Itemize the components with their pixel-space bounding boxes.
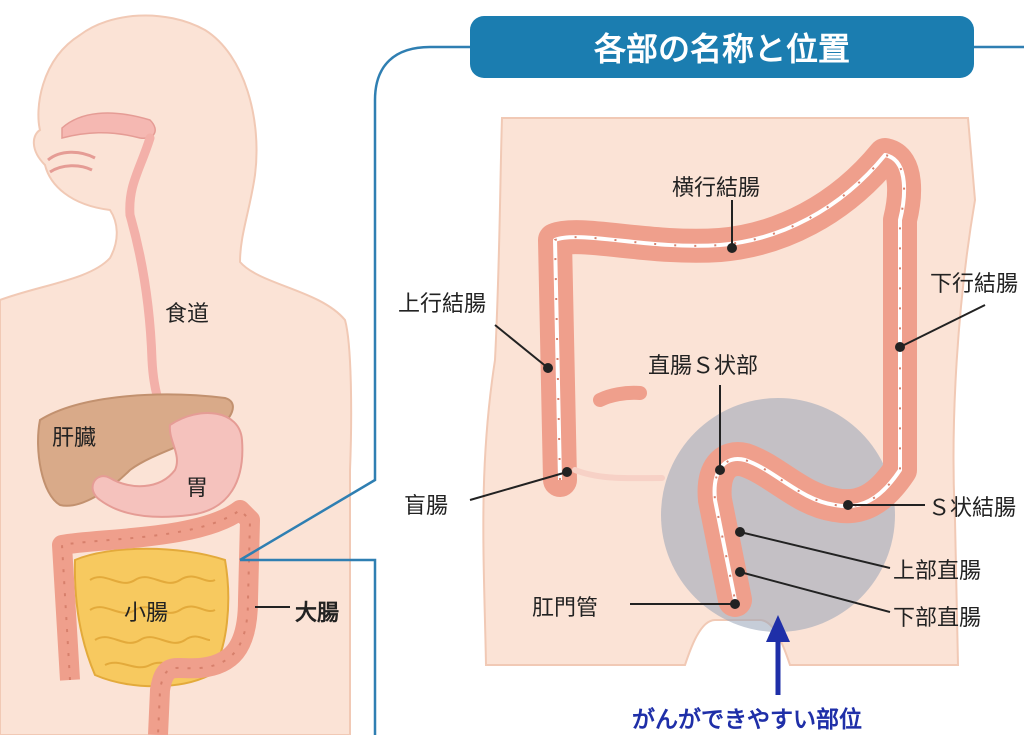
sigmoid-colon-label: Ｓ状結腸 [928,496,1017,521]
callout-text: がんができやすい部位 [632,707,862,733]
small-intestine-folds [89,575,216,669]
detail-leaders [469,200,986,613]
banner-title: 各部の名称と位置 [593,30,850,68]
rectosigmoid-label: 直腸Ｓ状部 [648,354,759,379]
nasal-cavity [61,112,156,139]
large-intestine-label: 大腸 [295,601,340,626]
section-banner: 各部の名称と位置 [470,16,974,78]
descending-colon-label: 下行結腸 [930,272,1019,297]
appendix [572,467,665,482]
callout-arrow [766,615,790,695]
stomach-label: 胃 [186,476,209,501]
liver-label: 肝臓 [52,426,97,451]
upper-rectum-label: 上部直腸 [893,559,982,584]
mouth [47,150,96,174]
ileum [593,385,647,407]
detail-frame [239,45,1024,735]
stomach [91,412,244,518]
cecum-label: 盲腸 [404,494,449,519]
lower-rectum-label: 下部直腸 [893,606,982,631]
transverse-colon-label: 横行結腸 [672,176,761,201]
ascending-colon-label: 上行結腸 [398,292,487,317]
anal-canal-label: 肛門管 [532,596,599,621]
small-intestine-label: 小腸 [124,601,169,626]
esophagus-label: 食道 [165,302,210,327]
